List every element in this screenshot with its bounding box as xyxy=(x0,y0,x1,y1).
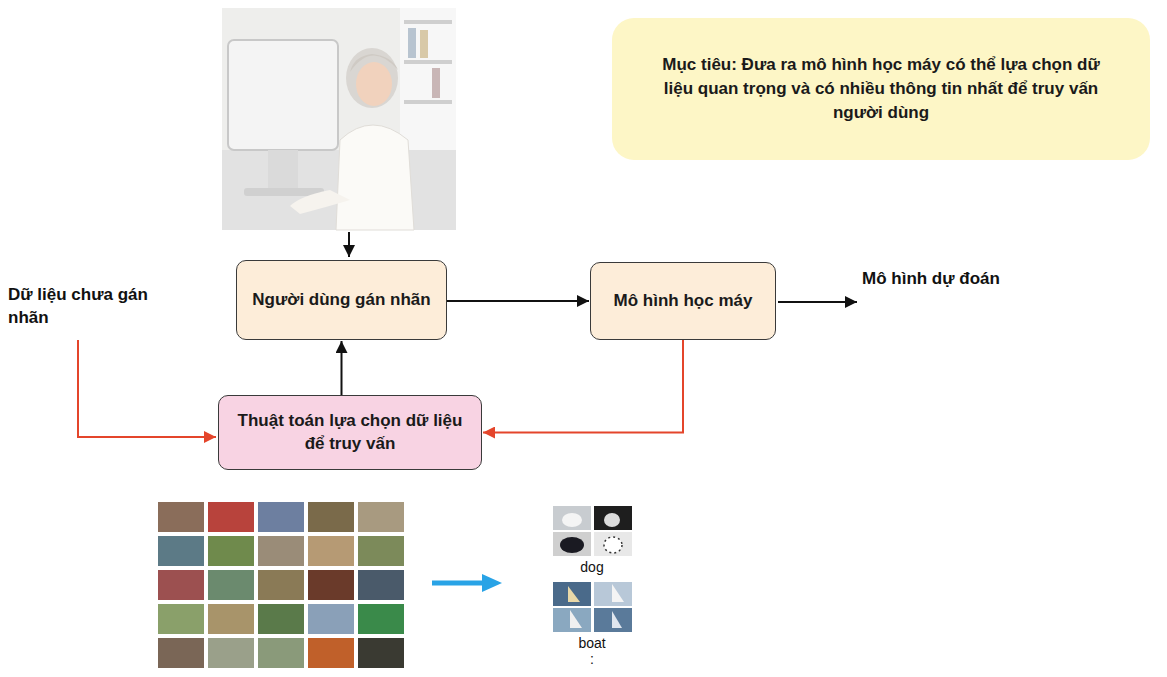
transform-arrow xyxy=(432,574,502,592)
process-box: Người dùng gán nhãn xyxy=(236,260,447,340)
box-text: Mô hình học máy xyxy=(614,290,753,312)
process-box: Mô hình học máy xyxy=(590,262,776,340)
user-photo xyxy=(222,8,456,230)
algorithm-box: Thuật toán lựa chọn dữ liệu để truy vấn xyxy=(218,395,482,470)
goal-box: Mục tiêu: Đưa ra mô hình học máy có thể … xyxy=(612,18,1150,160)
class-label: boat xyxy=(552,636,632,651)
box-text: Mục tiêu: Đưa ra mô hình học máy có thể … xyxy=(658,53,1104,124)
ellipsis-mark: : xyxy=(552,652,632,667)
output-arrow xyxy=(778,301,857,303)
output-label: Mô hình dự đoán xyxy=(862,268,1032,291)
boat-images xyxy=(553,582,632,632)
data-arrow xyxy=(78,340,216,437)
input-arrow xyxy=(348,232,350,257)
dog-images xyxy=(553,506,632,556)
input-label: Dữ liệu chưa gán nhãn xyxy=(8,284,158,330)
image-grid xyxy=(158,502,404,668)
flow-arrow xyxy=(341,341,343,395)
box-text: Thuật toán lựa chọn dữ liệu để truy vấn xyxy=(233,410,467,454)
flow-arrow xyxy=(483,340,683,433)
class-label: dog xyxy=(552,560,632,575)
box-text: Người dùng gán nhãn xyxy=(252,289,430,311)
flow-arrow xyxy=(447,300,589,302)
